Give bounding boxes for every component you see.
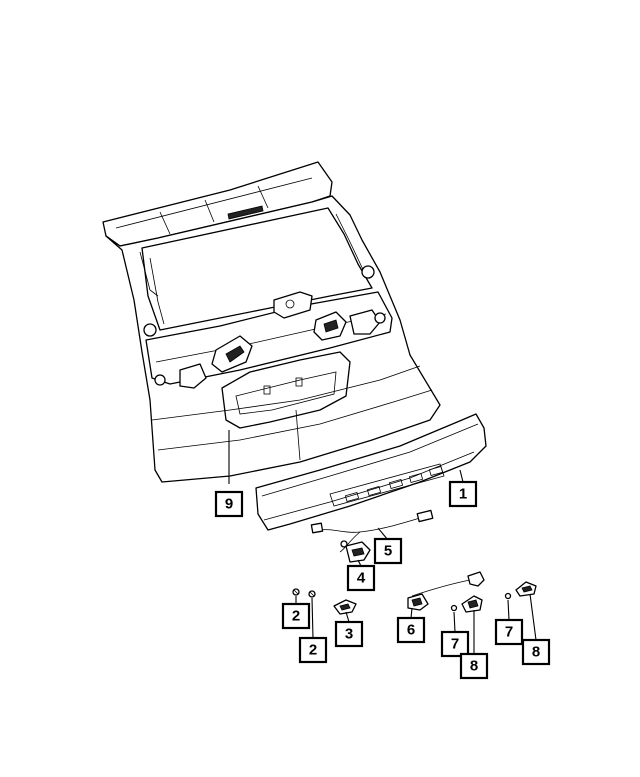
callout-2b: 2	[298, 636, 328, 664]
liftgate-panel	[102, 161, 441, 483]
callout-7a-label: 7	[451, 636, 459, 653]
callout-2a: 2	[281, 602, 311, 630]
callout-4: 4	[346, 564, 376, 592]
license-lamp	[450, 581, 537, 613]
license-lamp-harness	[407, 571, 485, 611]
release-switch	[345, 541, 371, 563]
lamp-bracket	[333, 599, 357, 615]
liftgate-applique	[255, 413, 487, 531]
callout-1: 1	[448, 480, 478, 508]
callout-5: 5	[373, 537, 403, 565]
callout-9-label: 9	[225, 496, 233, 513]
callout-3: 3	[334, 620, 364, 648]
callout-1-label: 1	[459, 486, 467, 503]
callout-5-label: 5	[384, 543, 392, 560]
callout-2b-label: 2	[309, 642, 317, 659]
callout-9: 9	[214, 490, 244, 518]
callout-8b: 8	[521, 638, 551, 666]
callout-6: 6	[396, 616, 426, 644]
callout-4-label: 4	[357, 570, 366, 587]
callout-6-label: 6	[407, 622, 415, 639]
callout-3-label: 3	[345, 626, 353, 643]
callout-7b: 7	[494, 618, 524, 646]
callout-2a-label: 2	[292, 608, 300, 625]
callout-7b-label: 7	[505, 624, 513, 641]
callout-7a: 7	[440, 630, 470, 658]
callout-8a: 8	[459, 652, 489, 680]
wiring-harness	[310, 509, 434, 553]
callout-8b-label: 8	[532, 644, 540, 661]
screw-parts	[292, 588, 316, 598]
callout-8a-label: 8	[470, 658, 478, 675]
